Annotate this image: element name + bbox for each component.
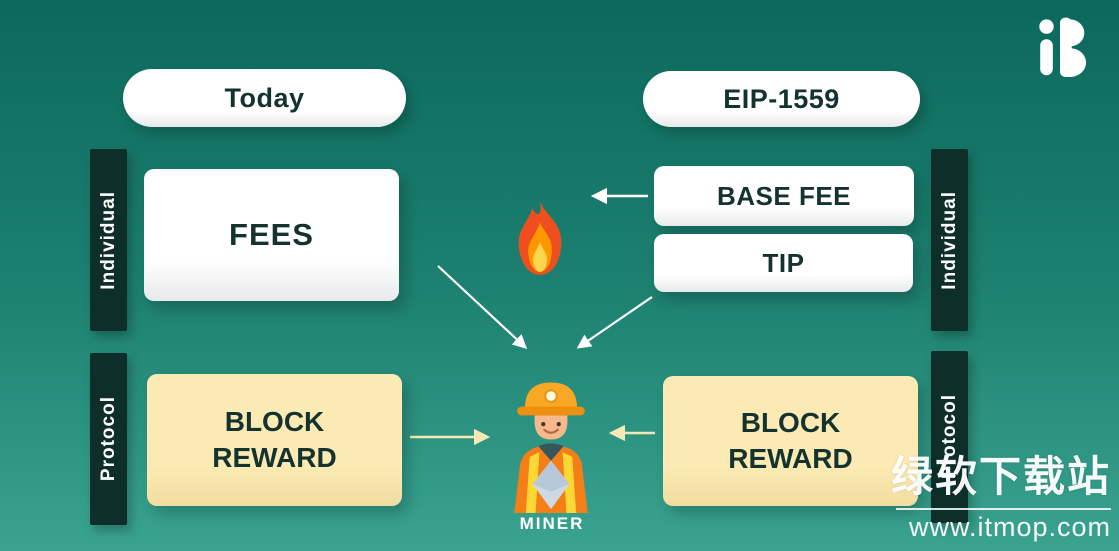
individual-bar-left: Individual <box>90 149 127 331</box>
watermark-site-name: 绿软下载站 <box>890 453 1111 500</box>
base-fee-box: BASE FEE <box>654 166 914 226</box>
protocol-bar-right: Protocol <box>931 351 968 523</box>
base-fee-label: BASE FEE <box>716 180 852 211</box>
today-label: Today <box>224 82 305 113</box>
fees-box: FEES <box>144 169 399 301</box>
block-reward-label-left: BLOCK REWARD <box>212 405 337 473</box>
block-reward-box-left: BLOCK REWARD <box>147 374 402 506</box>
protocol-bar-left: Protocol <box>90 353 127 525</box>
site-logo-icon <box>1039 17 1087 78</box>
block-reward-box-right: BLOCK REWARD <box>663 376 918 506</box>
tip-label: TIP <box>762 247 805 278</box>
fire-icon <box>518 201 562 275</box>
block-reward-label-right: BLOCK REWARD <box>728 406 853 474</box>
watermark: 绿软下载站 www.itmop.com <box>891 443 1111 543</box>
miner-illustration <box>514 382 588 513</box>
tip-box: TIP <box>654 234 913 292</box>
eip1559-pill: EIP-1559 <box>643 71 920 127</box>
today-pill: Today <box>123 69 406 127</box>
miner-label: MINER <box>519 514 585 533</box>
watermark-site-url: www.itmop.com <box>908 512 1111 542</box>
individual-bar-right: Individual <box>931 149 968 331</box>
arrow-tip-to-miner <box>576 296 653 349</box>
watermark-divider <box>896 508 1111 510</box>
fees-label: FEES <box>229 217 314 252</box>
eip1559-label: EIP-1559 <box>723 83 840 114</box>
protocol-label-left: Protocol <box>97 396 119 482</box>
individual-label-left: Individual <box>97 190 119 290</box>
individual-label-right: Individual <box>938 190 960 290</box>
